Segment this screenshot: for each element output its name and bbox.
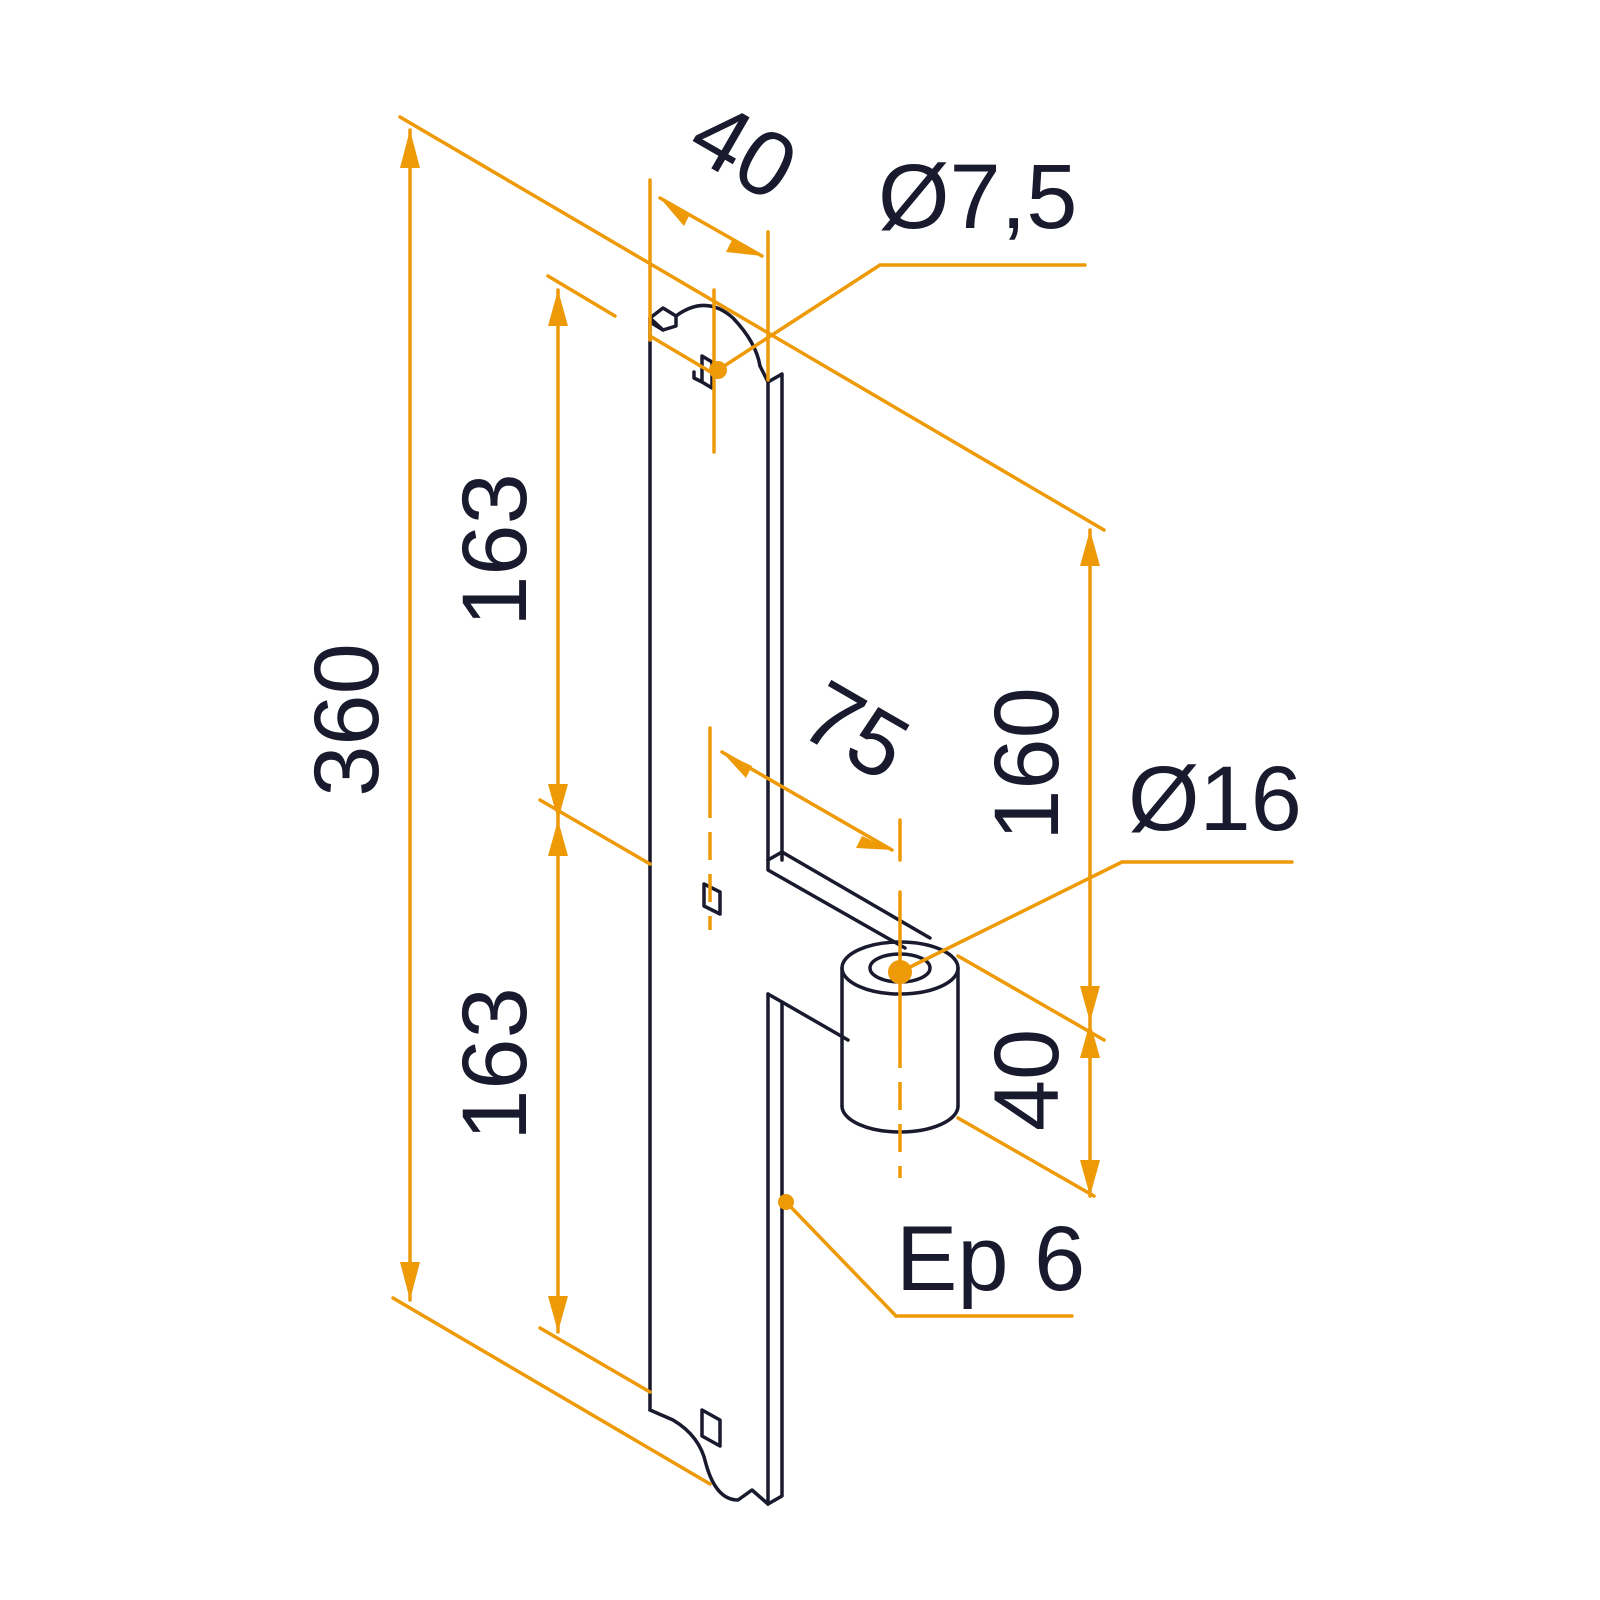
dimension-arrows xyxy=(400,130,1100,1332)
pin-length-label: 40 xyxy=(976,1029,1078,1131)
hinge-plate-outline xyxy=(648,303,932,1506)
pin-diameter-label: Ø16 xyxy=(1128,748,1302,850)
thickness-label: Ep 6 xyxy=(896,1208,1085,1310)
hole-leader-dot xyxy=(709,361,727,379)
thickness-leader-dot xyxy=(778,1194,794,1210)
overall-height-label: 360 xyxy=(296,643,398,797)
upper-spacing-label: 163 xyxy=(444,473,546,627)
hole-diameter-label: Ø7,5 xyxy=(878,146,1077,248)
pin-leader-dot xyxy=(888,960,912,984)
pin-height-offset-label: 160 xyxy=(976,687,1078,841)
offset-label: 75 xyxy=(786,661,926,801)
plate-width-label: 40 xyxy=(674,81,814,221)
lower-spacing-label: 163 xyxy=(444,987,546,1141)
dimension-lines xyxy=(391,115,1294,1486)
